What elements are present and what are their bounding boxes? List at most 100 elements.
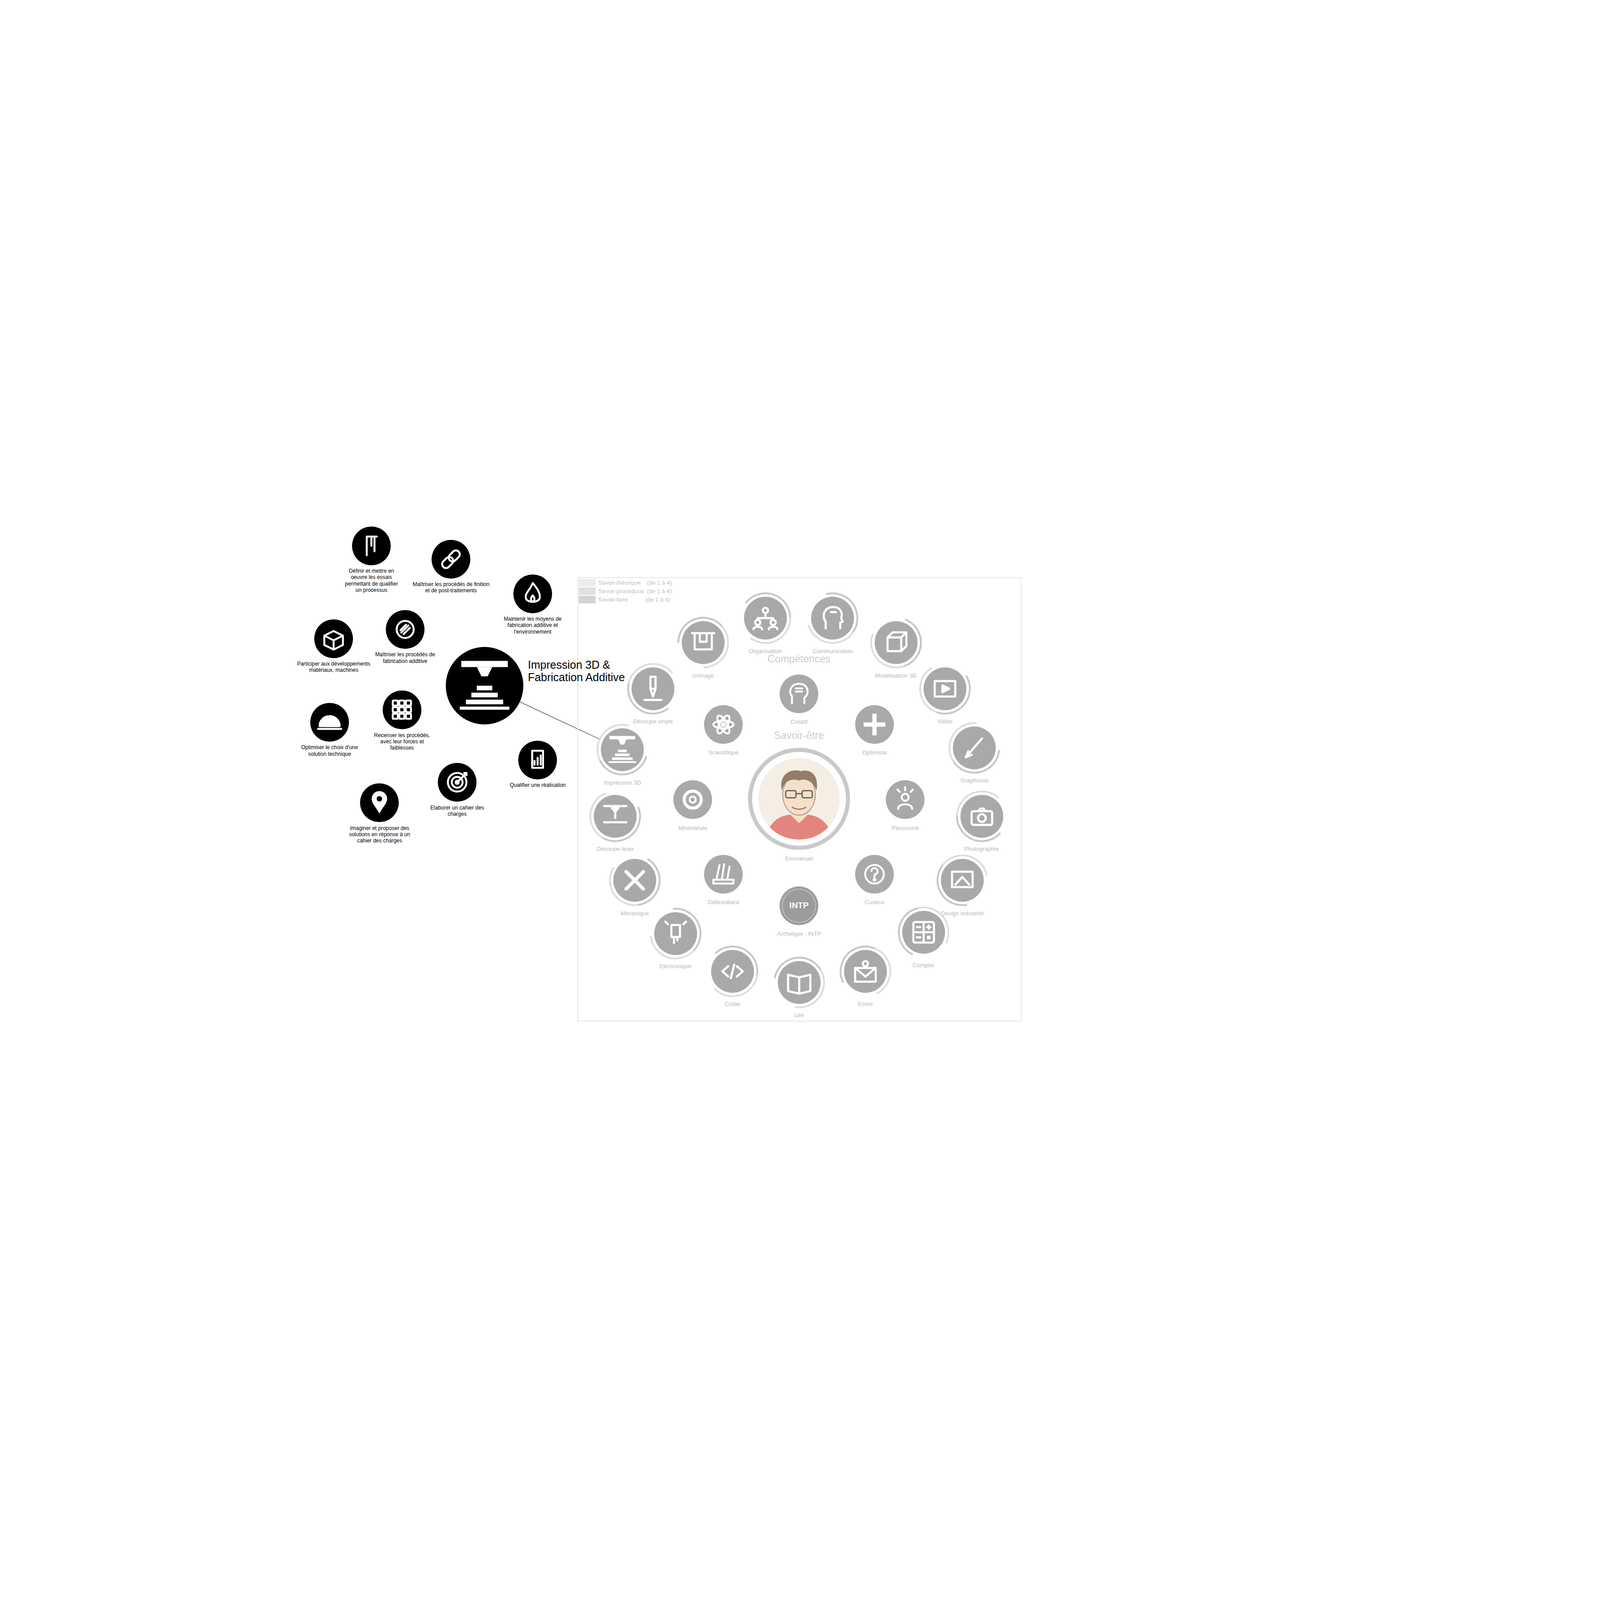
icon-part	[673, 780, 712, 820]
node-circle	[673, 780, 712, 820]
node-circle	[613, 859, 656, 902]
icon-part	[644, 676, 662, 700]
icon-part	[978, 808, 985, 812]
skill-node: Découpe laser	[593, 795, 637, 838]
icon-part	[458, 773, 467, 781]
icon-part	[952, 872, 973, 888]
icon-part	[665, 921, 686, 944]
icon-part	[871, 868, 878, 878]
legend-text: Savoir-théorique (de 1 à 4)	[598, 579, 672, 587]
node-circle	[593, 795, 637, 838]
icon-part	[626, 872, 644, 890]
node-label: Découpe laser	[561, 845, 669, 853]
skill-node: Coder	[711, 950, 754, 993]
icon-part	[855, 968, 876, 977]
node-label: Découpe vinyle	[599, 718, 707, 726]
icon-part	[971, 808, 992, 825]
icon-part	[711, 950, 754, 993]
icon-part	[863, 713, 886, 736]
icon-part	[770, 620, 776, 626]
icon-part	[790, 684, 808, 704]
icon-part	[376, 796, 383, 802]
node-circle	[777, 961, 821, 1004]
legend-swatch	[578, 587, 596, 596]
node-circle	[844, 950, 887, 993]
icon-part	[965, 738, 983, 758]
icon-part	[399, 707, 405, 713]
sub-skill-node: Elaborer un cahier des charges	[437, 763, 477, 802]
sub-skill-node: Participer aux développements matériaux,…	[314, 619, 353, 659]
icon-part	[324, 631, 344, 650]
sub-skill-label: Elaborer un cahier des charges	[429, 804, 485, 818]
icon-part	[779, 674, 819, 714]
icon-part	[440, 548, 462, 570]
icon-part	[382, 690, 422, 730]
node-label: Graphisme	[921, 777, 1028, 785]
icon-part	[317, 716, 341, 730]
icon-part	[612, 757, 633, 761]
node-label: Vidéo	[891, 718, 999, 726]
node-circle	[518, 740, 557, 780]
icon-part	[808, 593, 858, 644]
icon-part	[513, 574, 552, 614]
icon-part	[460, 660, 510, 710]
icon-part	[525, 583, 540, 602]
node-circle	[352, 526, 391, 566]
icon-part	[840, 946, 891, 994]
sub-skill-label: Qualifier une réalisation	[497, 782, 578, 789]
icon-part	[744, 596, 787, 640]
icon-part	[750, 750, 848, 848]
icon-part	[385, 610, 425, 649]
icon-part	[722, 964, 743, 979]
node-circle	[704, 855, 743, 894]
icon-part	[396, 620, 414, 638]
icon-part	[597, 725, 647, 776]
node-circle	[314, 619, 353, 659]
node-circle	[748, 748, 851, 851]
icon-part	[310, 703, 349, 742]
icon-part	[405, 700, 411, 706]
icon-part	[608, 736, 637, 764]
icon-part	[796, 793, 803, 795]
icon-part	[532, 751, 544, 768]
skill-node: Minimaliste	[673, 780, 712, 820]
node-circle	[855, 705, 894, 744]
node-circle	[600, 728, 644, 772]
icon-part	[716, 864, 730, 880]
icon-part	[960, 795, 1004, 838]
icon-part	[898, 908, 949, 956]
icon-part	[796, 688, 803, 692]
icon-part	[802, 790, 813, 798]
icon-part	[934, 680, 956, 697]
icon-part	[471, 692, 498, 698]
skill-node: Créatif	[779, 674, 819, 714]
node-label: Coder	[679, 1000, 787, 1008]
skill-node: Découpe vinyle	[631, 667, 675, 711]
panel-border	[577, 577, 1022, 1022]
icon-part	[887, 632, 907, 652]
icon-part	[715, 713, 732, 736]
icon-part	[855, 968, 876, 982]
icon-part	[722, 964, 743, 979]
icon-part	[626, 872, 644, 890]
icon-part	[901, 794, 909, 802]
icon-part	[352, 526, 391, 566]
icon-part	[608, 736, 637, 764]
icon-part	[758, 758, 840, 844]
icon-part	[942, 685, 949, 692]
node-circle	[385, 610, 425, 649]
skill-node: Graphisme	[952, 726, 996, 770]
icon-part	[399, 714, 405, 720]
icon-part	[824, 607, 844, 629]
icon-part	[792, 807, 807, 810]
node-label: Impression 3D	[569, 779, 676, 787]
node-label: Minimaliste	[639, 824, 747, 832]
icon-part	[902, 911, 945, 954]
icon-part	[940, 859, 984, 902]
archetype-text: INTP	[779, 886, 819, 926]
icon-part	[965, 738, 983, 758]
icon-part	[448, 773, 467, 792]
skill-node: Communication	[811, 596, 854, 640]
icon-part	[715, 713, 732, 736]
sub-skill-node: Maîtriser les procédés de fabrication ad…	[385, 610, 425, 649]
